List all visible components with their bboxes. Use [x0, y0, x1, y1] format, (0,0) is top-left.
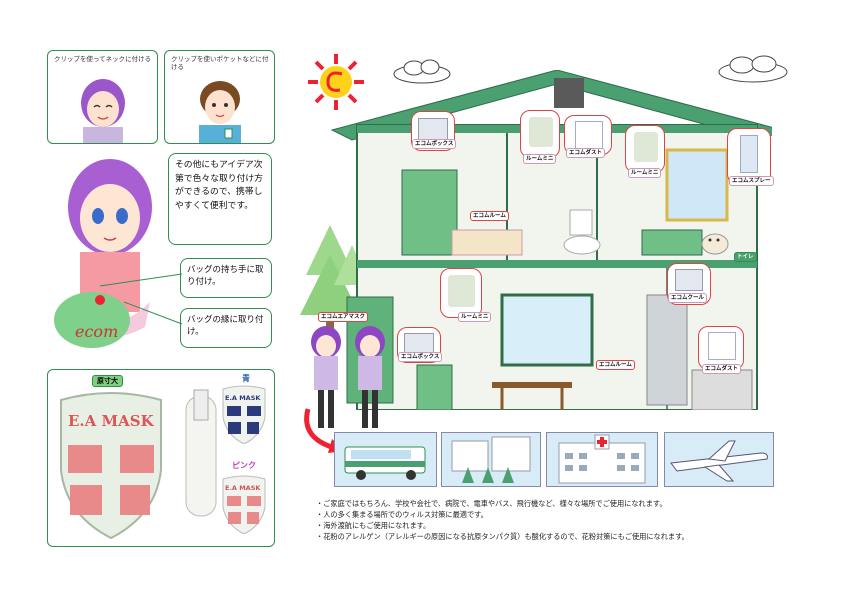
label-cool: エコムクール [668, 293, 708, 303]
pocket-clip-caption: クリップを使いポケットなどに付ける [171, 55, 269, 71]
cloud-right [718, 55, 788, 83]
product-panel: 原寸大 E.A MASK 青 E.A MASK ピンク E.A MASK [47, 369, 275, 547]
label-room-lower: エコムルーム [596, 360, 635, 370]
shield-brand-large: E.A MASK [68, 412, 154, 430]
school-building-icon [451, 436, 531, 483]
scene-hospital [546, 432, 658, 487]
label-toilet: トイレ [734, 252, 757, 262]
usage-note-4: ・花粉のアレルゲン（アレルギーの原因になる抗原タンパク質）も酸化するので、花粉対… [316, 532, 689, 541]
neck-clip-caption: クリップを使ってネックに付ける [54, 55, 152, 63]
product-card-room-mini-upper [520, 110, 560, 158]
label-room-mini-right: ルームミニ [628, 168, 662, 178]
usage-note-3: ・海外渡航にもご使用になれます。 [316, 521, 431, 530]
girl-with-bag-illustration: ecom [54, 159, 152, 348]
shield-brand-pink: E.A MASK [225, 484, 261, 492]
label-air-mask: エコムエアマスク [318, 312, 369, 322]
boy-face-illustration [199, 81, 241, 143]
dog-illustration [701, 233, 729, 255]
usage-notes: ・ご家庭ではもちろん、学校や会社で、病院で、電車やバス、飛行機など、様々な場所で… [316, 498, 689, 542]
scene-airplane [664, 432, 774, 487]
scene-bus [334, 432, 437, 487]
shield-badge-blue [222, 385, 266, 444]
svg-text:ecom: ecom [75, 322, 118, 341]
hospital-icon [558, 434, 646, 484]
label-room-mini-lower: ルームミニ [458, 312, 492, 322]
airplane-icon [670, 440, 768, 482]
callout-leader-lines [99, 273, 183, 325]
product-card-room-mini-lower [440, 268, 482, 318]
sun-illustration [308, 54, 364, 110]
idea-callout: その他にもアイデア次第で色々な取り付け方ができるので、携帯しやすくて便利です。 [168, 153, 272, 245]
actual-size-badge: 原寸大 [92, 375, 123, 387]
label-box-lower: エコムボックス [398, 352, 443, 362]
color-blue-label: 青 [242, 374, 250, 383]
shield-brand-blue: E.A MASK [225, 394, 261, 402]
label-room-mini-upper: ルームミニ [523, 154, 557, 164]
label-dust-upper: エコムダスト [566, 148, 606, 158]
idea-text: その他にもアイデア次第で色々な取り付け方ができるので、携帯しやすくて便利です。 [175, 160, 263, 211]
cloud-left [393, 59, 451, 84]
bag-edge-text: バッグの縁に取り付け。 [187, 315, 264, 337]
product-card-spray [727, 128, 771, 184]
color-pink-label: ピンク [232, 461, 256, 470]
scene-school [441, 432, 541, 487]
actual-size-label: 原寸大 [97, 377, 118, 385]
product-card-room-mini-right [625, 125, 665, 173]
label-room: エコムルーム [470, 211, 509, 221]
two-children-illustration [311, 326, 385, 428]
neck-clip-panel: クリップを使ってネックに付ける [47, 50, 158, 144]
bus-icon [344, 446, 426, 480]
label-dust-lower: エコムダスト [702, 364, 742, 374]
usage-note-2: ・人の多く集まる場所でのウィルス対策に最適です。 [316, 510, 488, 519]
girl-face-illustration [81, 79, 125, 143]
usage-note-1: ・ご家庭ではもちろん、学校や会社で、病院で、電車やバス、飛行機など、様々な場所で… [316, 499, 667, 508]
label-box-upper: エコムボックス [412, 139, 457, 149]
shield-badge-large [60, 392, 162, 540]
bag-handle-text: バッグの持ち手に取り付け。 [187, 265, 264, 287]
clip-side-view [185, 389, 217, 517]
bag-handle-callout: バッグの持ち手に取り付け。 [180, 258, 272, 298]
label-spray: エコムスプレー [729, 176, 774, 186]
pocket-clip-panel: クリップを使いポケットなどに付ける [164, 50, 275, 144]
bag-edge-callout: バッグの縁に取り付け。 [180, 308, 272, 348]
shield-badge-pink [222, 475, 266, 534]
